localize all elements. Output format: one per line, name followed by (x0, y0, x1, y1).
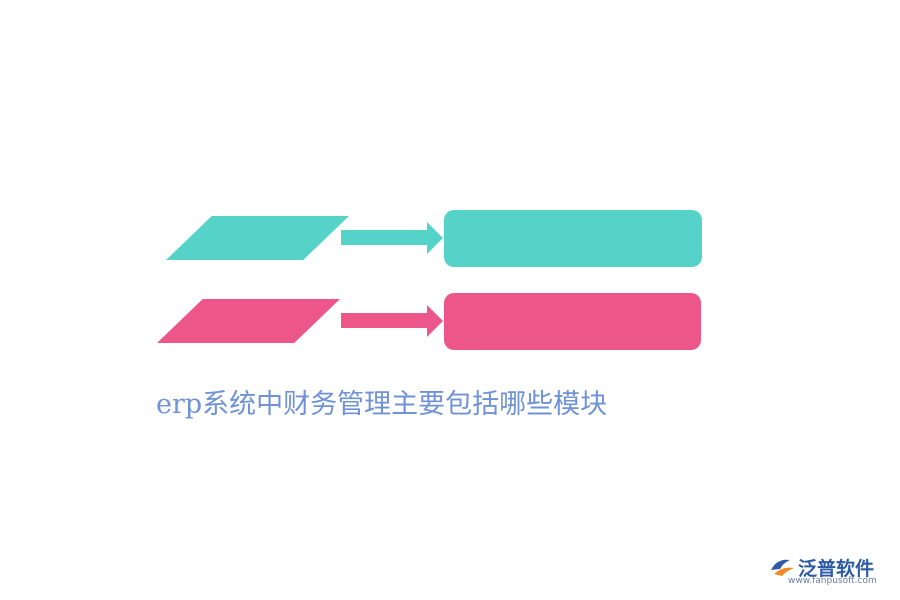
brand-logo: 泛普软件 www.fanpusoft.com (768, 554, 892, 588)
arrow-head-icon-1 (427, 222, 443, 254)
arrow-shaft-1 (341, 230, 427, 245)
arrow-head-icon-2 (427, 305, 443, 337)
input-parallelogram-1 (166, 216, 349, 260)
output-box-1 (444, 210, 702, 267)
logo-url: www.fanpusoft.com (788, 576, 877, 586)
diagram-title: erp系统中财务管理主要包括哪些模块 (156, 389, 608, 420)
arrow-shaft-2 (341, 313, 427, 328)
input-parallelogram-2 (157, 299, 340, 343)
output-box-2 (444, 293, 701, 350)
fanpu-logo-icon (771, 559, 794, 576)
logo-name: 泛普软件 (798, 558, 875, 580)
